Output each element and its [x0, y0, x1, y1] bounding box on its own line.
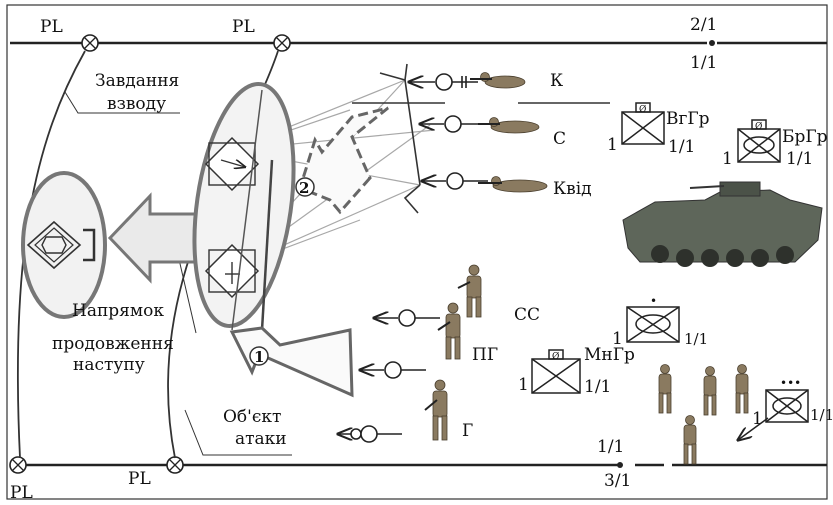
vgr-name: ВгГр — [666, 110, 710, 128]
soldier-prone-s — [478, 118, 539, 134]
soldier-prone-k — [470, 73, 525, 89]
mngr-mark: Ø — [552, 348, 559, 366]
squad-unit-symbol — [766, 390, 808, 422]
phase-1-number: 1 — [254, 348, 264, 366]
boundary-top-lower: 1/1 — [690, 54, 717, 72]
vgr-left: 1 — [607, 136, 618, 154]
bmp-unit-mark: • — [650, 292, 657, 310]
objective-label-2: атаки — [235, 430, 287, 448]
phase-2-number: 2 — [299, 179, 309, 197]
fire-arrows-lower — [338, 310, 440, 442]
soldier-standing-pg — [438, 303, 460, 359]
platoon-task-label-2: взводу — [107, 95, 166, 113]
mngr-name: МнГр — [584, 346, 635, 364]
soldier-k-label: К — [550, 72, 563, 90]
objective-label-1: Об'єкт — [223, 408, 281, 426]
squad-unit-left: 1 — [752, 410, 763, 428]
pl-top-left-label: PL — [40, 18, 63, 36]
soldier-standing-g — [425, 380, 447, 440]
soldier-s-label: С — [553, 130, 566, 148]
platoon-task-label-1: Завдання — [95, 72, 179, 90]
pl-bottom-left-label: PL — [10, 484, 33, 502]
bmp-unit-symbol — [627, 307, 679, 342]
brgr-right: 1/1 — [786, 150, 813, 168]
pl-bottom-mid-label: PL — [128, 470, 151, 488]
bmp-vehicle — [623, 182, 822, 267]
soldier-standing-ss — [458, 265, 481, 317]
soldier-prone-kvid — [478, 177, 547, 193]
squad-unit-mark: ••• — [780, 374, 801, 392]
soldier-ss-label: СС — [514, 306, 540, 324]
mngr-right: 1/1 — [584, 378, 611, 396]
squad-soldiers — [659, 365, 748, 465]
direction-label-3: наступу — [73, 356, 145, 374]
phase-line-top — [10, 33, 827, 53]
soldier-g-label: Г — [462, 422, 473, 440]
direction-label-2: продовження — [52, 335, 174, 353]
boundary-bottom-lower: 3/1 — [604, 472, 631, 490]
squad-unit-right: 1/1 — [810, 406, 833, 424]
brgr-name: БрГр — [782, 128, 828, 146]
vgr-right: 1/1 — [668, 138, 695, 156]
boundary-bottom-upper: 1/1 — [597, 438, 624, 456]
brgr-mark: Ø — [755, 118, 762, 136]
bmp-unit-right: 1/1 — [684, 330, 708, 348]
phase-1-arrow — [232, 328, 352, 395]
mngr-left: 1 — [518, 376, 529, 394]
soldier-pg-label: ПГ — [472, 346, 498, 364]
phase-2-arrow — [300, 108, 388, 212]
objective-ellipse — [180, 78, 307, 333]
direction-label-1: Напрямок — [72, 302, 164, 320]
soldier-kvid-label: Квід — [553, 180, 592, 198]
vgr-mark: Ø — [639, 101, 646, 119]
boundary-top-upper: 2/1 — [690, 16, 717, 34]
pl-top-mid-label: PL — [232, 18, 255, 36]
brgr-left: 1 — [722, 150, 733, 168]
